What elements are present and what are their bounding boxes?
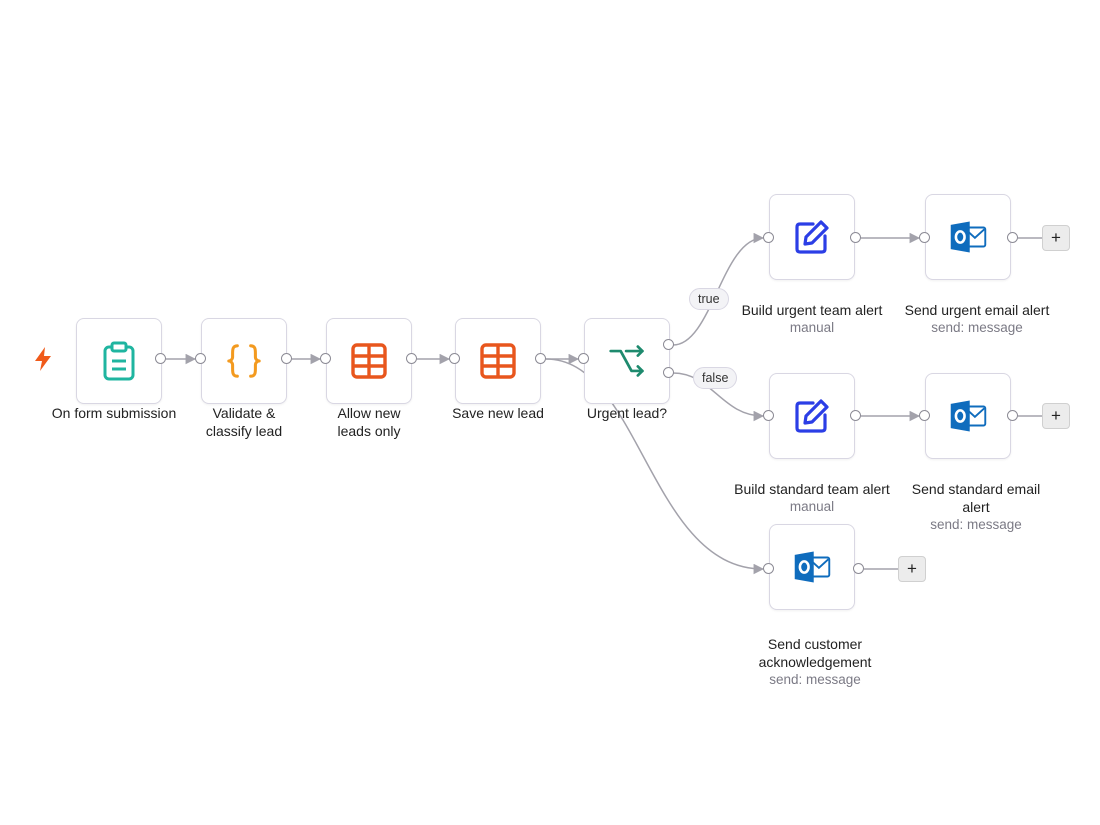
- input-handle[interactable]: [449, 353, 460, 364]
- node-urgent-lead-if[interactable]: [584, 318, 670, 404]
- add-node-button[interactable]: +: [898, 556, 926, 582]
- output-handle[interactable]: [853, 563, 864, 574]
- node-label: Build urgent team alert manual: [727, 283, 897, 355]
- node-title: Send urgent email alert: [904, 302, 1050, 318]
- branch-label-true: true: [689, 288, 729, 310]
- node-subtitle: send: message: [930, 517, 1022, 532]
- outlook-icon: [949, 218, 987, 256]
- node-label: Build standard team alert manual: [722, 462, 902, 534]
- node-label: Send urgent email alert send: message: [888, 283, 1066, 355]
- edit-pen-icon: [793, 397, 831, 435]
- node-label: Send standard email alert send: message: [893, 462, 1059, 552]
- node-allow-new-leads[interactable]: [326, 318, 412, 404]
- output-handle[interactable]: [850, 232, 861, 243]
- node-validate-classify[interactable]: [201, 318, 287, 404]
- input-handle[interactable]: [763, 232, 774, 243]
- output-handle[interactable]: [1007, 410, 1018, 421]
- node-subtitle: manual: [789, 499, 835, 514]
- input-handle[interactable]: [919, 410, 930, 421]
- add-node-button[interactable]: +: [1042, 403, 1070, 429]
- input-handle[interactable]: [320, 353, 331, 364]
- clipboard-icon: [100, 341, 138, 381]
- node-build-urgent-alert[interactable]: [769, 194, 855, 280]
- node-save-new-lead[interactable]: [455, 318, 541, 404]
- input-handle[interactable]: [763, 410, 774, 421]
- output-handle[interactable]: [155, 353, 166, 364]
- node-label: Allow new leads only: [337, 405, 401, 439]
- code-braces-icon: [225, 342, 263, 380]
- node-send-standard-email[interactable]: [925, 373, 1011, 459]
- output-handle-true[interactable]: [663, 339, 674, 350]
- node-title: Build standard team alert: [734, 481, 890, 497]
- outlook-icon: [793, 548, 831, 586]
- output-handle[interactable]: [535, 353, 546, 364]
- node-form-submission[interactable]: [76, 318, 162, 404]
- node-label: Save new lead: [452, 405, 544, 421]
- node-title: Build urgent team alert: [741, 302, 883, 318]
- input-handle[interactable]: [919, 232, 930, 243]
- node-build-standard-alert[interactable]: [769, 373, 855, 459]
- node-title: Send standard email alert: [911, 481, 1041, 515]
- node-send-customer-ack[interactable]: [769, 524, 855, 610]
- node-send-urgent-email[interactable]: [925, 194, 1011, 280]
- add-node-button[interactable]: +: [1042, 225, 1070, 251]
- outlook-icon: [949, 397, 987, 435]
- edge-save-to-customer: [545, 358, 765, 575]
- edge-false-branch: [672, 372, 765, 422]
- output-handle[interactable]: [281, 353, 292, 364]
- edit-pen-icon: [793, 218, 831, 256]
- table-icon: [350, 342, 388, 380]
- output-handle[interactable]: [406, 353, 417, 364]
- output-handle[interactable]: [1007, 232, 1018, 243]
- node-subtitle: send: message: [931, 320, 1023, 335]
- input-handle[interactable]: [578, 353, 589, 364]
- node-title: Send customer acknowledgement: [758, 636, 872, 670]
- node-label: Urgent lead?: [586, 405, 668, 421]
- node-label: Send customer acknowledgement send: mess…: [735, 617, 895, 707]
- input-handle[interactable]: [195, 353, 206, 364]
- node-label: On form submission: [51, 405, 177, 421]
- node-label: Validate & classify lead: [205, 405, 283, 439]
- node-subtitle: send: message: [769, 672, 861, 687]
- lightning-bolt-icon: [35, 347, 51, 371]
- branch-label-false: false: [693, 367, 738, 389]
- input-handle[interactable]: [763, 563, 774, 574]
- output-handle[interactable]: [850, 410, 861, 421]
- table-icon: [479, 342, 517, 380]
- output-handle-false[interactable]: [663, 367, 674, 378]
- node-subtitle: manual: [789, 320, 835, 335]
- if-branch-icon: [608, 342, 646, 380]
